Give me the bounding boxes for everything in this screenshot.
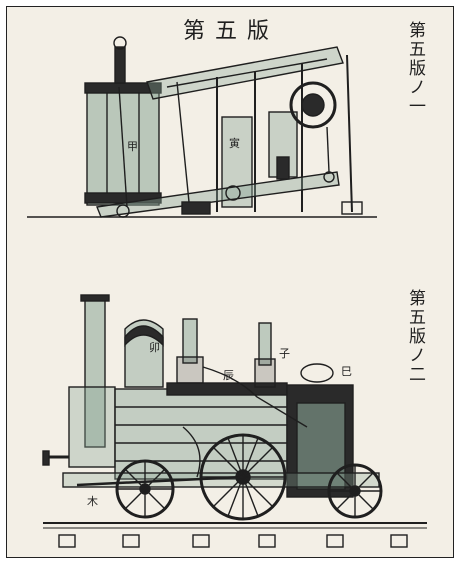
rear-wheel [327,463,383,519]
beam-engine-figure [27,36,377,218]
lower-annotation-5: 木 [87,495,98,508]
lower-annotation-2: 辰 [223,369,234,382]
front-wheel [115,459,175,519]
locomotive-figure [42,294,427,548]
upper-annotation-1: 甲 [127,140,138,153]
flywheel [289,81,337,129]
engraving-plate: 第五版 第五版ノ一 第五版ノ二 [6,6,454,558]
center-column [221,116,253,208]
lower-annotation-3: 子 [279,347,290,360]
engraving-drawing: 甲 寅 [27,36,427,548]
connecting-rod [76,475,244,487]
figure-label-upper: 第五版ノ一 [405,21,425,116]
figure-label-lower: 第五版ノ二 [405,289,425,384]
lower-annotation-4: 巳 [341,365,352,378]
lower-lever [96,171,340,218]
rail-sleepers [58,534,408,548]
lower-annotation-1: 卯 [149,341,160,354]
boiler [114,388,288,480]
upper-annotation-2: 寅 [229,136,240,150]
plate-title: 第五版 [182,19,279,44]
